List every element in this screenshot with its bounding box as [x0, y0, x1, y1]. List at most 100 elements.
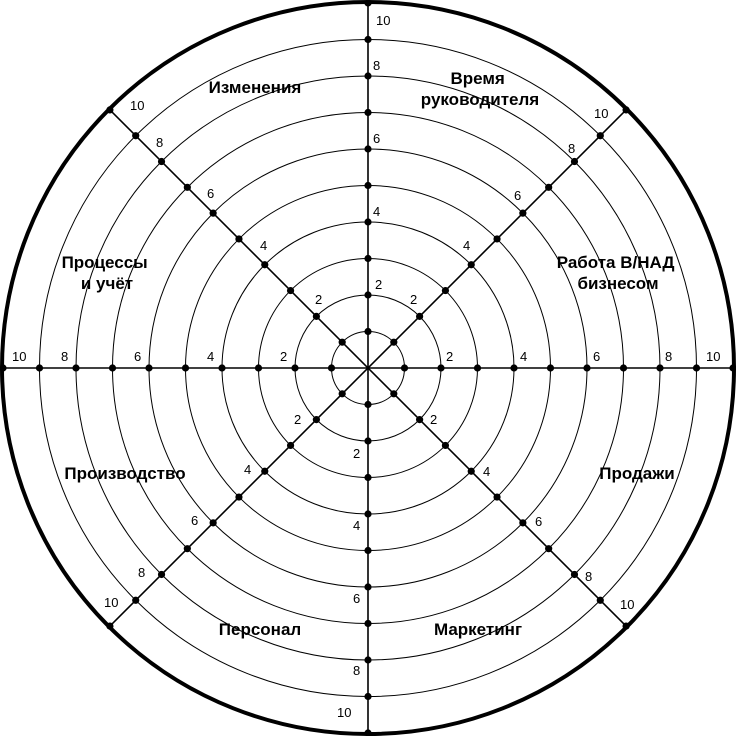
dot-left-4	[218, 364, 226, 372]
dot-upper-left-1	[338, 338, 346, 346]
dot-lower-left-6	[209, 519, 217, 527]
tick-right-8: 8	[665, 349, 672, 364]
tick-lower-left-8: 8	[138, 565, 145, 580]
dot-top-9	[364, 35, 372, 44]
dot-right-5	[546, 364, 555, 372]
dot-right-7	[619, 364, 628, 372]
tick-left-10: 10	[12, 349, 26, 364]
tick-upper-right-10: 10	[594, 106, 608, 121]
dot-lower-left-8	[157, 570, 166, 579]
dot-right-1	[400, 364, 409, 372]
sector-label-manager-time: Время руководителя	[421, 69, 539, 109]
dot-left-2	[291, 364, 299, 372]
dot-right-8	[656, 364, 664, 372]
dot-top-8	[364, 72, 372, 80]
dot-top-6	[364, 145, 372, 153]
sector-label-production: Производство	[64, 464, 185, 483]
dot-upper-right-6	[519, 209, 527, 217]
tick-right-6: 6	[593, 349, 600, 364]
dot-left-7	[108, 364, 117, 372]
dot-right-6	[583, 364, 591, 372]
tick-right-2: 2	[446, 349, 453, 364]
tick-lower-right-10: 10	[620, 597, 634, 612]
dot-upper-left-4	[261, 261, 269, 269]
tick-lower-left-10: 10	[104, 595, 118, 610]
dot-lower-right-5	[493, 493, 501, 501]
tick-upper-left-8: 8	[156, 135, 163, 150]
dot-upper-left-7	[183, 183, 191, 191]
dot-right-2	[437, 364, 445, 372]
dot-lower-left-3	[286, 441, 295, 450]
dot-bottom-4	[364, 510, 372, 518]
sector-label-marketing: Маркетинг	[434, 620, 522, 639]
dot-left-1	[327, 364, 336, 372]
tick-upper-left-6: 6	[207, 186, 214, 201]
dot-left-10	[0, 364, 7, 372]
dot-top-1	[364, 327, 372, 336]
spoke-lower-left-upper-right	[108, 108, 628, 628]
tick-bottom-10: 10	[337, 705, 351, 720]
tick-bottom-8: 8	[353, 663, 360, 678]
dot-lower-right-8	[570, 570, 579, 579]
dot-upper-left-6	[209, 209, 217, 217]
dot-lower-right-9	[596, 596, 604, 604]
tick-lower-right-2: 2	[430, 412, 437, 427]
dot-top-2	[364, 291, 372, 299]
dot-left-5	[181, 364, 190, 372]
dot-left-8	[72, 364, 80, 372]
tick-lower-left-4: 4	[244, 462, 251, 477]
tick-left-4: 4	[207, 349, 214, 364]
dot-lower-left-7	[183, 545, 191, 553]
dot-upper-right-4	[467, 261, 475, 269]
dot-top-5	[364, 181, 372, 190]
dot-upper-left-2	[312, 312, 320, 320]
dot-upper-right-1	[390, 338, 398, 346]
dot-right-3	[473, 364, 482, 372]
dot-top-10	[364, 0, 372, 7]
sector-label-sales: Продажи	[599, 464, 675, 483]
tick-lower-right-8: 8	[585, 569, 592, 584]
dot-bottom-5	[364, 546, 372, 555]
tick-top-4: 4	[373, 204, 380, 219]
dot-bottom-1	[364, 400, 372, 409]
sector-label-work-on-business: Работа В/НАД бизнесом	[557, 253, 680, 293]
tick-upper-right-8: 8	[568, 141, 575, 156]
dot-upper-right-3	[441, 286, 450, 295]
dot-lower-right-10	[622, 622, 630, 630]
dot-lower-left-4	[261, 467, 269, 475]
tick-left-2: 2	[280, 349, 287, 364]
tick-right-4: 4	[520, 349, 527, 364]
dot-lower-right-4	[467, 467, 475, 475]
tick-top-8: 8	[373, 58, 380, 73]
tick-upper-left-10: 10	[130, 98, 144, 113]
dot-lower-left-1	[338, 390, 346, 398]
dot-bottom-9	[364, 692, 372, 701]
dot-upper-right-2	[416, 312, 424, 320]
tick-upper-left-2: 2	[315, 292, 322, 307]
tick-upper-right-4: 4	[463, 238, 470, 253]
sector-label-staff: Персонал	[219, 620, 301, 639]
dot-lower-right-7	[545, 545, 553, 553]
dot-left-3	[254, 364, 263, 372]
tick-top-2: 2	[375, 277, 382, 292]
dot-lower-right-3	[441, 441, 450, 450]
dot-lower-right-2	[416, 416, 424, 424]
tick-top-10: 10	[376, 13, 390, 28]
tick-upper-left-4: 4	[260, 238, 267, 253]
dot-bottom-10	[364, 729, 372, 736]
tick-left-8: 8	[61, 349, 68, 364]
dot-right-4	[510, 364, 518, 372]
tick-lower-right-6: 6	[535, 514, 542, 529]
dot-upper-left-5	[235, 235, 243, 243]
tick-lower-left-2: 2	[294, 412, 301, 427]
tick-upper-right-2: 2	[410, 292, 417, 307]
tick-upper-right-6: 6	[514, 188, 521, 203]
dot-top-7	[364, 108, 372, 117]
tick-top-6: 6	[373, 131, 380, 146]
tick-lower-right-4: 4	[483, 464, 490, 479]
sector-labels-group: Изменения Время руководителя Работа В/НА…	[62, 69, 680, 639]
dot-upper-right-8	[570, 157, 579, 166]
dot-upper-right-10	[622, 106, 630, 114]
